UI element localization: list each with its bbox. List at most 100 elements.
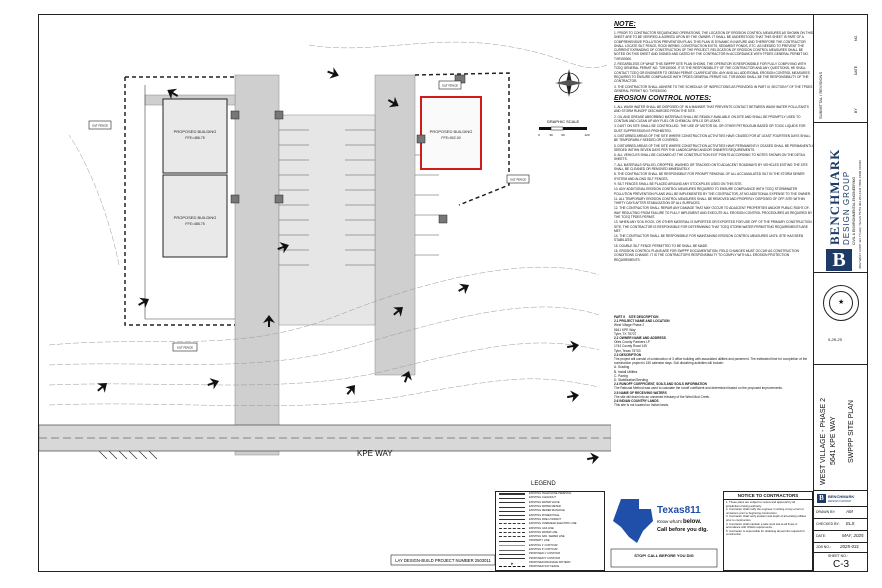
- legend-item: EXISTING GAS LINE: [529, 526, 554, 530]
- sheet-number-value: C-3: [833, 559, 850, 570]
- legend-item: EXISTING POWER POLE: [529, 513, 560, 517]
- svg-text:60: 60: [561, 133, 565, 137]
- inlet-protection: [274, 110, 284, 120]
- checked-by: CHECKED BY: ELS: [814, 519, 868, 531]
- firm-tagline: CIVIL & ENVIRONMENTAL ENGINEERING: [852, 176, 856, 245]
- drawn-by: DRAWN BY: AM: [814, 507, 868, 519]
- site-row: West Village Phase 2: [614, 323, 645, 328]
- site-row: B. Install Utilities: [614, 369, 638, 374]
- north-arrow-icon: [555, 69, 583, 97]
- drainage-arrow: [263, 315, 275, 327]
- silt-fence-tag: [172, 342, 198, 352]
- site-row: Tyler, Texas 75703: [614, 348, 641, 353]
- drainage-arrow: [97, 382, 107, 393]
- erosion-note-item: 13. WHEN ANY SOIL ROCK, OR OTHER MATERIA…: [614, 220, 812, 233]
- drainage-arrow: [167, 88, 179, 100]
- graphic-scale: [539, 126, 587, 131]
- title-block: SUBMITTAL / REVISIONS NO. DATE BY B BENC…: [813, 15, 868, 571]
- svg-text:SILT FENCE: SILT FENCE: [92, 124, 108, 128]
- svg-text:0: 0: [538, 133, 540, 137]
- site-row: Tyler, TX 75707: [614, 331, 637, 336]
- site-row: D. Stabilization/Seeding: [614, 378, 648, 383]
- building-3-label: PROPOSED BUILDING: [430, 129, 473, 134]
- erosion-note-item: 2. OIL AND GREASE ABSORBING MATERIALS SH…: [614, 114, 801, 124]
- erosion-note-item: 16. EROSION CONTROL PLANS ARE FOR SWPPP …: [614, 249, 799, 262]
- job-number: JOB NO.: 2025-031: [814, 543, 868, 553]
- erosion-note-item: 11. ALL TEMPORARY EROSION CONTROL MEASUR…: [614, 196, 805, 206]
- legend-item: EXISTING WATER METER: [529, 505, 561, 509]
- erosion-note-item: 8. THE CONTRACTOR SHALL BE RESPONSIBLE F…: [614, 172, 805, 181]
- legend-box: EXISTING TELEPHONE PEDESTAL EXISTING CLE…: [495, 491, 605, 571]
- site-plan-svg: PROPOSED BUILDING FFE=486.75 PROPOSED BU…: [39, 41, 611, 566]
- site-row: This site is not located on Indian lands…: [614, 403, 669, 408]
- legend-item: EXISTING FIRE HYDRANT: [529, 517, 561, 521]
- drainage-arrow: [345, 385, 355, 395]
- site-description: PART II SITE DESCRIPTION 2.1 PROJECT NAM…: [614, 315, 814, 485]
- benchmark-small-b-icon: B: [817, 494, 826, 503]
- notice-line: 1. These plans are subject to review and…: [726, 500, 795, 508]
- notice-line: 3. Contractor shall verify location and …: [726, 514, 807, 522]
- drainage-arrow: [387, 96, 399, 108]
- seal-date: 5-28-25: [828, 337, 842, 342]
- site-description-title: SITE DESCRIPTION: [628, 315, 659, 319]
- site-row: 2.5 NAME OF RECEIVING WATERS: [614, 390, 667, 395]
- site-row: 2.4 RUNOFF COEFFICIENT, SOILS AND SOILS …: [614, 382, 707, 387]
- inlet-protection: [438, 214, 448, 224]
- engineer-seal-block: ★ 5-28-25: [814, 273, 868, 365]
- site-row: The site will drain into an unnamed trib…: [614, 394, 710, 399]
- general-notes: NOTE: 1. PRIOR TO CONTRACTOR SEQUENCING …: [614, 19, 814, 489]
- inlet-protection: [230, 194, 240, 204]
- svg-text:SILT FENCE: SILT FENCE: [177, 346, 193, 350]
- firm-address: 3502 WEST LOOP 323 TYLER, TEXAS 75701 90…: [858, 160, 862, 269]
- firm-small-logo: B BENCHMARK DESIGN GROUP: [814, 491, 868, 507]
- svg-text:SILT FENCE: SILT FENCE: [442, 84, 458, 88]
- svg-text:120: 120: [584, 133, 589, 137]
- graphic-scale-label: GRAPHIC SCALE: [547, 119, 580, 124]
- silt-fence-west: [124, 77, 235, 326]
- building-2-ffe: FFE=486.75: [185, 222, 204, 226]
- legend-item: PROPOSED DRAINAGE PATTERN: [529, 560, 571, 564]
- revisions-block: SUBMITTAL / REVISIONS NO. DATE BY: [814, 15, 868, 123]
- drainage-arrow: [393, 307, 403, 317]
- erosion-notes-title: EROSION CONTROL NOTES:: [614, 95, 712, 103]
- legend-item: EXISTING 1' CONTOUR: [529, 543, 558, 547]
- pavement-kpe-way: [39, 424, 611, 452]
- inlet-protection: [416, 134, 426, 144]
- silt-fence-tag: [438, 80, 462, 90]
- legend-item: PROPOSED SILT FENCE: [529, 565, 560, 569]
- erosion-note-item: 15. DOUBLE SILT FENCE PERMITTED TO BE SH…: [614, 243, 709, 248]
- site-row: 2.3 DESCRIPTION: [614, 352, 642, 357]
- drainage-arrow: [207, 378, 219, 390]
- legend-item: EXISTING 5' CONTOUR: [529, 548, 558, 551]
- drainage-arrow: [567, 340, 580, 353]
- texas811-logo: Texas811 Know what's below. Call before …: [610, 499, 718, 568]
- erosion-note-item: 10. ANY ADDITIONAL EROSION CONTROL MEASU…: [614, 187, 811, 196]
- legend-item: EXISTING OVERHEAD ELECTRIC LINE: [529, 522, 577, 526]
- note-item: 1. PRIOR TO CONTRACTOR SEQUENCING OPERAT…: [614, 31, 813, 61]
- inlet-protection: [274, 194, 284, 204]
- legend-item: EXISTING SAN. SEWER LINE: [529, 535, 565, 539]
- date-field: DATE: MAY, 2025: [814, 531, 868, 543]
- revisions-label: SUBMITTAL / REVISIONS: [818, 71, 823, 119]
- erosion-note-item: 9. SILT FENCES SHALL BE PLACED AROUND AN…: [614, 181, 743, 186]
- sheet-title: SWPPP SITE PLAN: [848, 400, 855, 463]
- svg-text:Call before you dig.: Call before you dig.: [657, 527, 709, 533]
- building-1-ffe: FFE=486.75: [185, 136, 204, 140]
- drainage-arrow: [327, 67, 339, 79]
- erosion-note-item: 6. ALL VEHICLES SHALL BE CLEANED AT THE …: [614, 153, 806, 162]
- building-2: [162, 174, 228, 258]
- legend-item: EXISTING CLEANOUT: [529, 496, 556, 500]
- notice-line: 2. Contractor shall notify the engineer …: [726, 507, 805, 515]
- texas-map-icon: [613, 499, 653, 543]
- svg-text:Know what's: Know what's: [657, 519, 683, 524]
- site-row: 2.6 INDIAN COUNTRY LANDS: [614, 399, 659, 404]
- silt-fence-tag: [88, 120, 112, 130]
- firm-name: BENCHMARK: [827, 148, 842, 245]
- erosion-note-item: 12. THE CONTRACTOR SHALL REPAIR ANY DAMA…: [614, 206, 813, 219]
- legend-item: EXISTING TELEPHONE PEDESTAL: [529, 492, 572, 496]
- texas811-callout: Texas811 Know what's below. Call before …: [607, 491, 721, 571]
- building-3-highlight: [420, 96, 482, 170]
- drainage-arrow: [138, 297, 149, 309]
- notice-line: 4. Contractor shall maintain a safe work…: [726, 521, 798, 530]
- note-item: 2. REGARDLESS OF WHAT THIS SWPPP SITE PL…: [614, 62, 810, 84]
